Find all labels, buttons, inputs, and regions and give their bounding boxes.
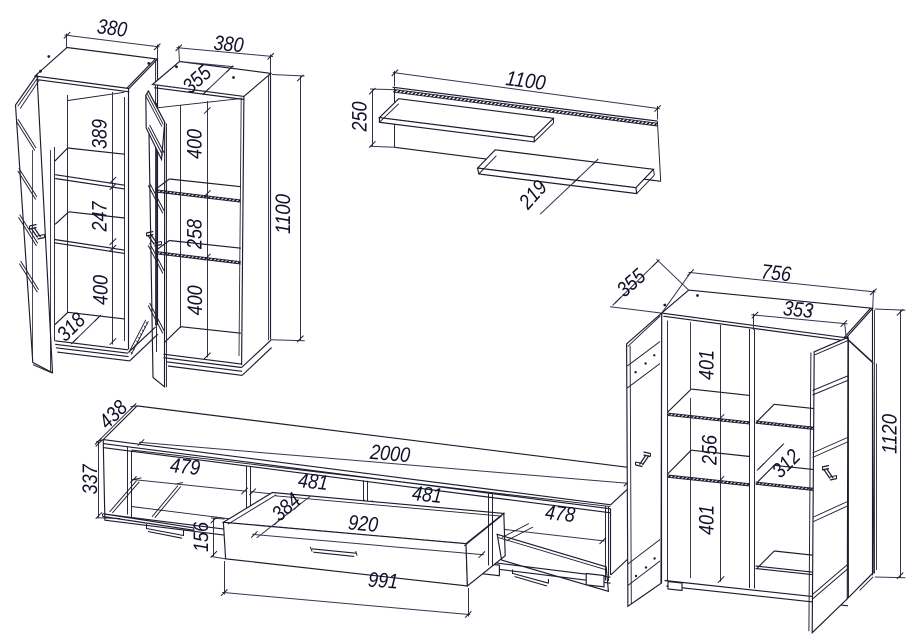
svg-text:478: 478 — [544, 501, 577, 527]
svg-text:389: 389 — [89, 119, 112, 149]
svg-text:481: 481 — [411, 482, 443, 508]
svg-text:353: 353 — [782, 297, 815, 323]
svg-text:247: 247 — [89, 200, 112, 232]
svg-text:380: 380 — [213, 32, 245, 58]
svg-text:400: 400 — [184, 285, 207, 315]
svg-text:1100: 1100 — [504, 67, 547, 95]
svg-text:920: 920 — [347, 511, 379, 537]
svg-text:256: 256 — [699, 435, 722, 466]
svg-text:401: 401 — [696, 505, 719, 535]
svg-text:756: 756 — [760, 260, 793, 286]
svg-text:400: 400 — [90, 275, 113, 305]
svg-text:2000: 2000 — [368, 441, 411, 467]
svg-text:400: 400 — [184, 129, 207, 159]
svg-text:1100: 1100 — [272, 194, 295, 234]
svg-text:156: 156 — [190, 522, 213, 552]
svg-text:991: 991 — [367, 569, 399, 594]
svg-text:258: 258 — [184, 219, 207, 250]
svg-text:481: 481 — [297, 469, 329, 495]
svg-text:250: 250 — [349, 101, 372, 132]
svg-text:1120: 1120 — [879, 414, 902, 454]
svg-text:401: 401 — [696, 350, 719, 380]
svg-text:479: 479 — [169, 454, 202, 480]
svg-text:337: 337 — [79, 463, 102, 494]
svg-text:380: 380 — [96, 15, 129, 42]
